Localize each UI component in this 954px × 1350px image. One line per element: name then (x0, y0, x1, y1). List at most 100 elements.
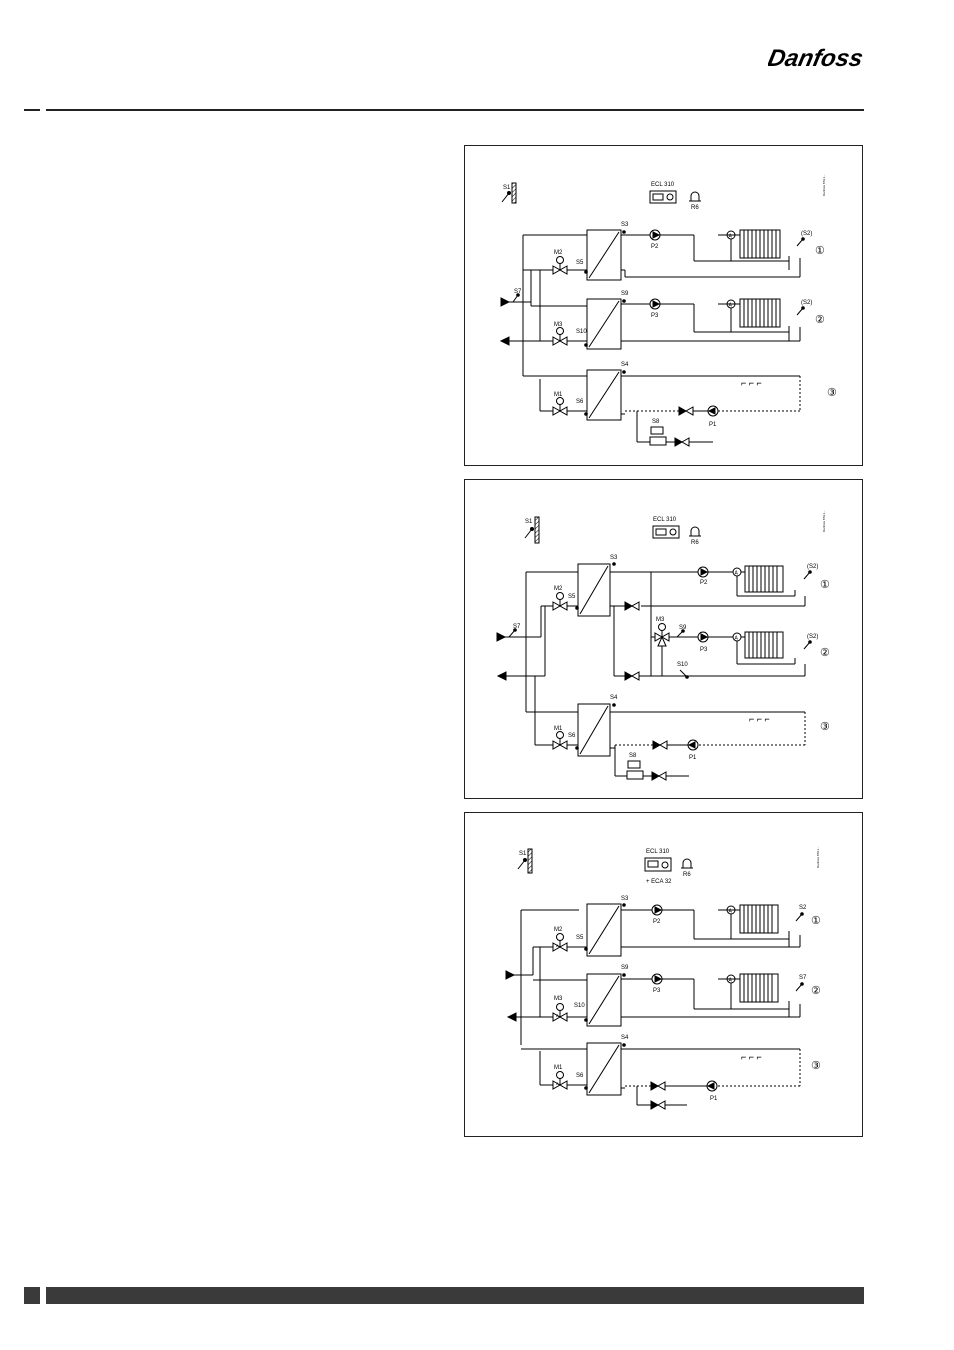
sensor-s4-label: S4 (621, 362, 629, 368)
svg-text:A: A (556, 1013, 559, 1018)
circuit-2-number: ② (820, 647, 830, 659)
footer-page-marker (24, 1287, 40, 1304)
bell-icon (689, 191, 701, 202)
radiator-2-icon (744, 631, 784, 659)
circuit-3-number: ③ (811, 1060, 821, 1072)
supply-arrow-icon (505, 970, 516, 980)
room-sensor-2-label: S7 (799, 975, 807, 981)
heat-exchanger-3 (577, 703, 611, 757)
circuit-2-number: ② (811, 985, 821, 997)
radiator-1-icon (739, 904, 779, 934)
sensor-s3-label: S3 (621, 896, 629, 902)
relay-label: R6 (691, 205, 699, 211)
radiator-1-icon (744, 565, 784, 593)
heat-exchanger-2 (586, 298, 622, 350)
radiator-1-icon (739, 229, 781, 259)
pump-p2-label: P2 (653, 919, 661, 925)
sensor-s10-label: S10 (677, 662, 688, 668)
circuit-3-number: ③ (820, 721, 830, 733)
sensor-s10-label: S10 (576, 329, 587, 335)
svg-text:A: A (729, 909, 733, 915)
outdoor-sensor-label: S1 (503, 185, 511, 191)
outdoor-sensor-icon (501, 182, 517, 204)
flow-sensor-icon (627, 760, 641, 769)
heat-exchanger-3 (586, 369, 622, 421)
circuit-3-number: ③ (827, 387, 837, 399)
sensor-s5-label: S5 (576, 260, 584, 266)
valve-m2-label: M2 (554, 586, 563, 592)
diagram-panel-3: S1 ECL 310 + ECA 32 R6 Danfoss 87H1... A… (464, 812, 863, 1137)
controller-label: ECL 310 (651, 182, 675, 188)
flow-meter-icon (649, 436, 667, 446)
valve-m3-label: M3 (656, 617, 665, 623)
relay-label: R6 (691, 540, 699, 546)
header-rule-short (24, 109, 40, 111)
flow-meter-icon (626, 770, 644, 780)
supply-arrow-icon (496, 632, 507, 642)
pump-p2-label: P2 (651, 244, 659, 250)
outdoor-sensor-label: S1 (525, 519, 533, 525)
heat-exchanger-2 (586, 973, 622, 1027)
outdoor-sensor-label: S1 (519, 851, 527, 857)
taps-icon: ⌐ ⌐ ⌐ (749, 714, 770, 724)
valve-m1-label: M1 (554, 1065, 563, 1071)
valve-m2-label: M2 (554, 927, 563, 933)
diagram-panel-2: S1 ECL 310 R6 Danfoss 87H1... S7 M2 S5 S… (464, 479, 863, 799)
relay-label: R6 (683, 872, 691, 878)
pump-p3-label: P3 (651, 313, 659, 319)
svg-text:A: A (556, 943, 559, 948)
danfoss-logo: Danfoss (768, 45, 866, 72)
sensor-s9-label: S9 (679, 625, 687, 631)
return-arrow-icon (499, 336, 510, 346)
valve-m2-label: M2 (554, 250, 563, 256)
sensor-s5-label: S5 (576, 935, 584, 941)
controller-label: ECL 310 (653, 517, 677, 523)
pump-p3-label: P3 (700, 647, 708, 653)
heat-exchanger-1 (586, 229, 622, 281)
radiator-2-icon (739, 973, 779, 1003)
svg-text:A: A (729, 303, 733, 309)
valve-m3-label: M3 (554, 996, 563, 1002)
circuit-1-number: ① (820, 579, 830, 591)
svg-text:Danfoss: Danfoss (768, 45, 866, 72)
controller-sub-label: + ECA 32 (646, 879, 672, 885)
supply-sensor-label: S7 (513, 624, 521, 630)
outdoor-sensor-icon (517, 848, 533, 874)
room-sensor-2-label: (S2) (807, 634, 818, 640)
circuit-1-number: ① (815, 245, 825, 257)
return-arrow-icon (506, 1012, 517, 1022)
flow-sensor-label: S8 (652, 419, 660, 425)
pump-p2-label: P2 (700, 580, 708, 586)
bell-icon (689, 526, 701, 537)
sensor-s9-label: S9 (621, 965, 629, 971)
valve-m1-label: M1 (554, 726, 563, 732)
valve-m3-label: M3 (554, 322, 563, 328)
taps-icon: ⌐ ⌐ ⌐ (741, 1052, 762, 1062)
pump-p1-label: P1 (710, 1096, 718, 1102)
ref-code: Danfoss 87H1... (816, 846, 820, 868)
svg-text:A: A (729, 234, 733, 240)
controller-icon (644, 857, 672, 872)
ref-code: Danfoss 87H1... (822, 174, 826, 196)
controller-icon (649, 190, 677, 204)
room-sensor-1-label: (S2) (801, 231, 812, 237)
return-arrow-icon (496, 671, 507, 681)
room-sensor-2-label: (S2) (801, 300, 812, 306)
sensor-s6-label: S6 (568, 733, 576, 739)
flow-sensor-label: S8 (629, 753, 637, 759)
valve-m1-label: M1 (554, 392, 563, 398)
sensor-s10-label: S10 (574, 1003, 585, 1009)
sensor-s5-label: S5 (568, 594, 576, 600)
heat-exchanger-1 (577, 563, 611, 617)
pump-p1-label: P1 (709, 422, 717, 428)
ref-code: Danfoss 87H1... (822, 510, 826, 532)
diagram-panel-1: S1 ECL 310 R6 Danfoss 87H1... S7 M2 S5 S… (464, 145, 863, 466)
sensor-s3-label: S3 (621, 222, 629, 228)
footer-bar (46, 1287, 864, 1304)
bell-icon (681, 858, 693, 869)
room-sensor-1-label: S2 (799, 905, 807, 911)
heat-exchanger-1 (586, 903, 622, 957)
circuit-2-number: ② (815, 314, 825, 326)
svg-text:A: A (556, 1081, 559, 1086)
pump-p1-label: P1 (689, 755, 697, 761)
